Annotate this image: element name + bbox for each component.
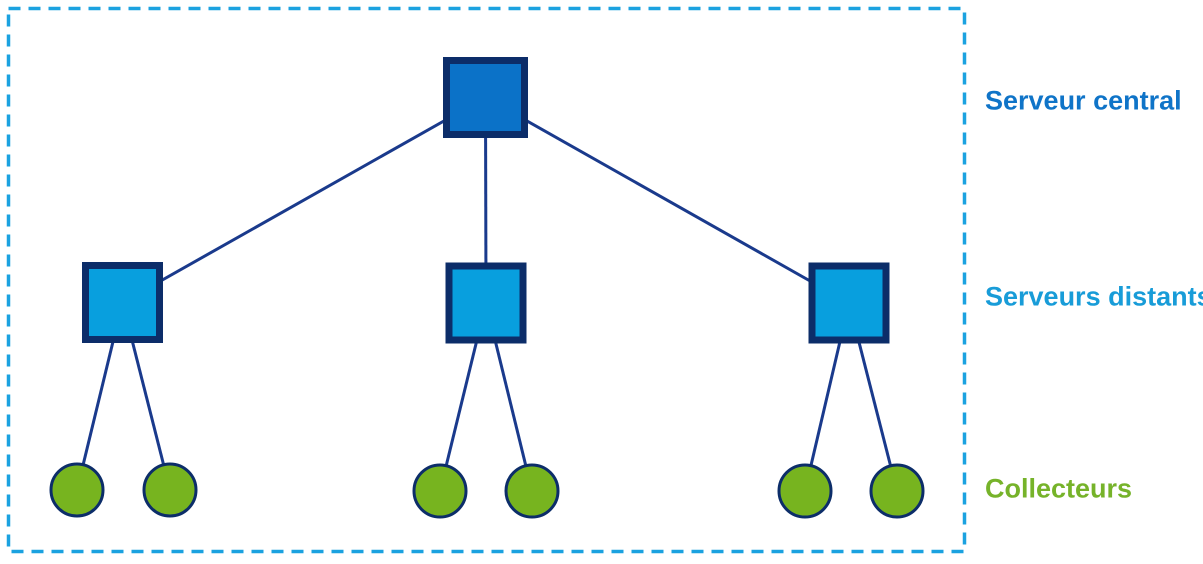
collector-node-5 [777, 463, 833, 519]
distant-server-node-left [82, 262, 163, 343]
distant-server-nodes [82, 262, 890, 344]
collector-node-1 [49, 462, 105, 518]
label-collecteurs: Collecteurs [985, 473, 1133, 504]
collector-node-6 [869, 463, 925, 519]
collector-nodes [49, 462, 925, 519]
edge-central-to-distant-left [121, 96, 487, 304]
central-server-node [443, 57, 528, 138]
edge-central-to-distant-right [484, 96, 850, 305]
label-serveur-central: Serveur central [985, 85, 1182, 116]
label-serveurs-distants: Serveurs distants [985, 281, 1203, 312]
dashed-boundary-frame [6, 6, 967, 554]
collector-node-4 [504, 463, 560, 519]
distant-server-node-middle [445, 262, 527, 344]
collector-node-3 [412, 463, 468, 519]
distant-server-node-right [808, 262, 890, 344]
collector-node-2 [142, 462, 198, 518]
connector-lines [75, 96, 899, 492]
